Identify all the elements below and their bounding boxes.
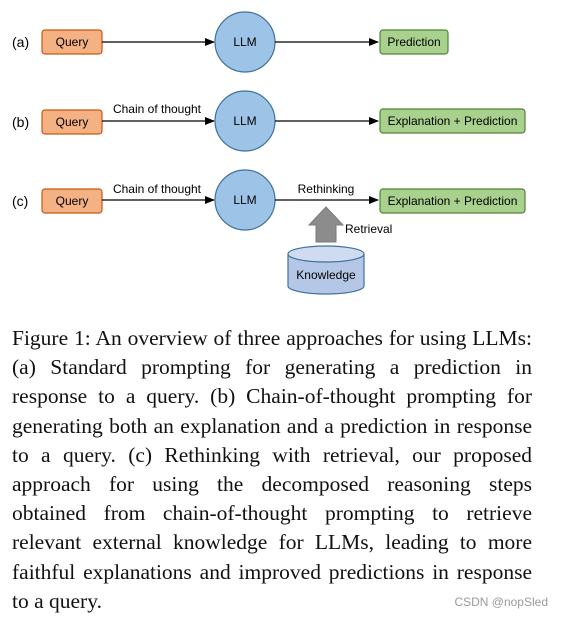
row-c-llm-text: LLM <box>233 193 256 207</box>
watermark: CSDN @nopSled <box>454 595 548 609</box>
row-c-output-box <box>379 188 526 214</box>
knowledge-cylinder-body <box>287 254 365 295</box>
row-a-label: (a) <box>12 34 29 50</box>
knowledge-label: Knowledge <box>296 268 356 282</box>
row-b-cot-label: Chain of thought <box>113 102 202 116</box>
row-a: (a) Query LLM Prediction <box>12 11 449 73</box>
knowledge-cylinder-top <box>287 245 365 263</box>
row-c-query-text: Query <box>56 194 89 208</box>
row-c-rethinking-label: Rethinking <box>298 182 355 196</box>
approaches-diagram: (a) Query LLM Prediction (b) Query Chain… <box>12 11 526 295</box>
knowledge-database: Knowledge <box>287 245 365 295</box>
row-b-output-text: Explanation + Prediction <box>388 114 518 128</box>
row-a-output-box <box>379 29 449 55</box>
retrieval-arrow <box>307 206 345 243</box>
row-b-query-text: Query <box>56 115 89 129</box>
row-a-query-text: Query <box>56 35 89 49</box>
row-c: (c) Query Chain of thought LLM Rethinkin… <box>12 169 526 295</box>
row-c-output-text: Explanation + Prediction <box>388 194 518 208</box>
row-c-label: (c) <box>12 193 28 209</box>
row-b-llm-text: LLM <box>233 114 256 128</box>
row-b-output-box <box>379 108 526 134</box>
figure-caption: Figure 1: An overview of three approache… <box>12 326 532 613</box>
retrieval-label: Retrieval <box>345 222 392 236</box>
row-a-output-text: Prediction <box>387 35 440 49</box>
row-b-label: (b) <box>12 114 29 130</box>
row-c-cot-label: Chain of thought <box>113 182 202 196</box>
row-a-llm-text: LLM <box>233 35 256 49</box>
row-c-query-box <box>41 188 103 214</box>
row-b: (b) Query Chain of thought LLM Explanati… <box>12 90 526 152</box>
row-b-query-box <box>41 109 103 135</box>
